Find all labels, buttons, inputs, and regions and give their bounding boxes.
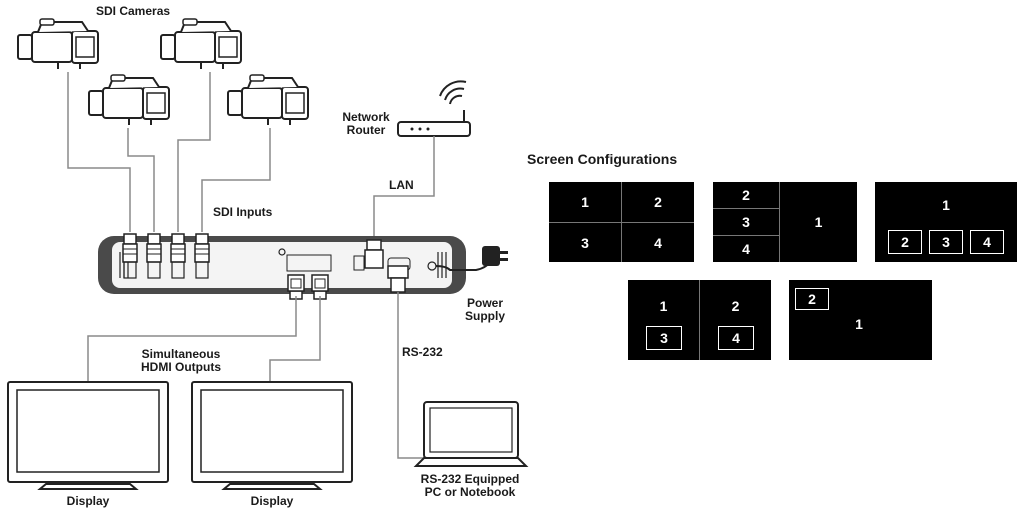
lan-label: LAN xyxy=(389,178,414,192)
connector-icon xyxy=(364,239,384,269)
connector-icon xyxy=(311,274,329,300)
dual-right-cell: 2 xyxy=(731,298,740,314)
simultaneous-label-line1: Simultaneous xyxy=(141,347,221,361)
pc-label-line2: PC or Notebook xyxy=(424,485,516,499)
quad-cell: 3 xyxy=(581,234,589,251)
connector-icon xyxy=(170,233,186,263)
triple-pip-window: 4 xyxy=(970,230,1004,254)
pc-label-line1: RS-232 Equipped xyxy=(420,472,520,486)
triple-pip-main: 1 xyxy=(942,197,950,213)
camera-cables xyxy=(67,72,271,232)
screen-config-dual-pip: 1 3 2 4 xyxy=(628,280,771,360)
stack-main-cell: 1 xyxy=(814,214,823,230)
simultaneous-label-line2: HDMI Outputs xyxy=(141,360,221,374)
screen-config-quad: 1 2 3 4 xyxy=(549,182,694,262)
screen-configurations-title: Screen Configurations xyxy=(527,151,678,167)
display-left-label: Display xyxy=(66,494,110,508)
pip-main-cell: 1 xyxy=(855,316,863,332)
camera-icon xyxy=(88,74,170,126)
connector-icon xyxy=(287,274,305,300)
lan-cable xyxy=(373,136,435,240)
quad-cell: 2 xyxy=(654,194,662,210)
stack-cell: 2 xyxy=(742,187,750,203)
network-router-label-line2: Router xyxy=(346,123,386,137)
display-right-label: Display xyxy=(250,494,294,508)
screen-config-pip: 2 1 xyxy=(789,280,932,360)
camera-icon xyxy=(227,74,309,126)
quad-cell: 1 xyxy=(581,194,589,210)
hdmi-cables xyxy=(87,296,321,382)
dual-left-pip: 3 xyxy=(646,326,682,350)
pip-window: 2 xyxy=(795,288,829,310)
triple-pip-window: 2 xyxy=(888,230,922,254)
rs232-cable xyxy=(397,292,424,459)
connector-icon xyxy=(146,233,162,263)
quad-cell: 4 xyxy=(654,234,662,251)
network-router-label-line1: Network xyxy=(342,110,390,124)
power-supply-label-line1: Power xyxy=(466,296,503,310)
monitor-icon xyxy=(7,381,169,490)
stack-cell: 4 xyxy=(742,241,750,257)
camera-icon xyxy=(160,18,242,70)
connector-icon xyxy=(194,233,210,263)
dual-left-cell: 1 xyxy=(659,298,668,314)
sdi-cameras-label: SDI Cameras xyxy=(96,4,171,18)
wifi-icon xyxy=(439,80,467,105)
screen-config-stack: 2 3 4 1 xyxy=(713,182,857,262)
power-supply-label-line2: Supply xyxy=(464,309,505,323)
camera-icon xyxy=(17,18,99,70)
screen-config-triple-pip: 1 2 3 4 xyxy=(875,182,1017,262)
rs232-label: RS-232 xyxy=(402,345,443,359)
connector-icon xyxy=(387,265,409,293)
stack-cell: 3 xyxy=(742,214,750,230)
router-icon xyxy=(397,110,471,137)
monitor-icon xyxy=(191,381,353,490)
connector-icon xyxy=(122,233,138,263)
dual-right-pip: 4 xyxy=(718,326,754,350)
triple-pip-window: 3 xyxy=(929,230,963,254)
laptop-icon xyxy=(413,401,529,467)
power-adapter-icon xyxy=(435,246,508,271)
sdi-inputs-label: SDI Inputs xyxy=(213,205,273,219)
